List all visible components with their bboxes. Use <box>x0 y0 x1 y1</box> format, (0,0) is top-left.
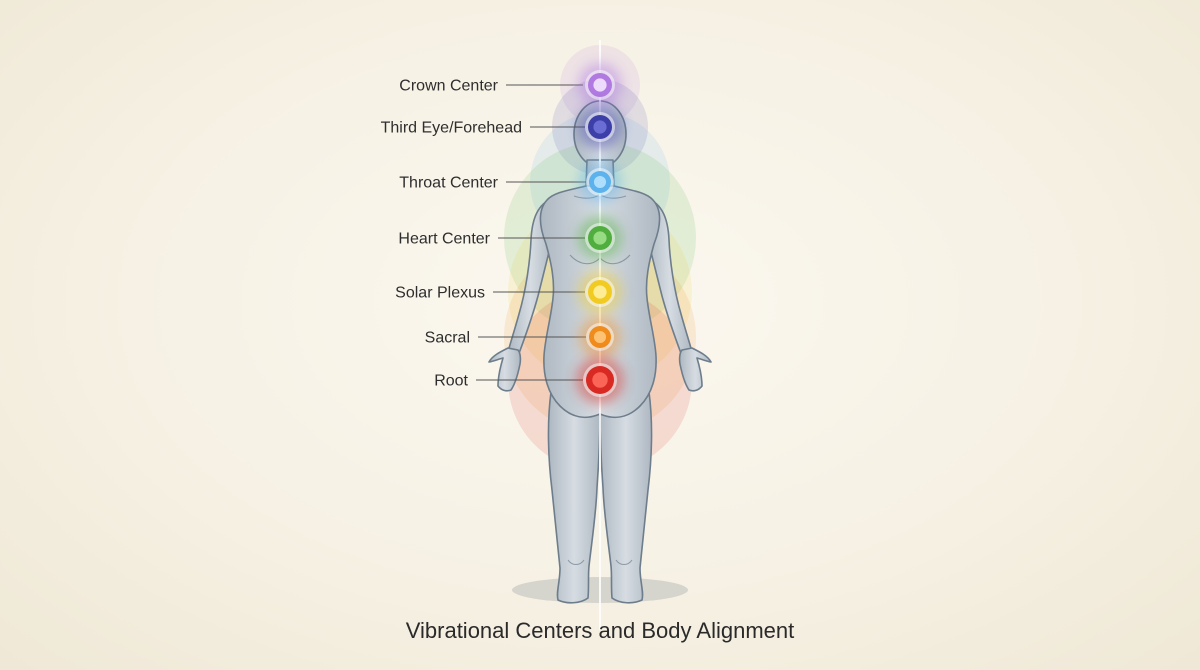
solar-plexus-orb <box>578 270 622 314</box>
right-leg <box>599 391 653 604</box>
energy-orbs <box>576 63 624 404</box>
diagram-title: Vibrational Centers and Body Alignment <box>406 618 795 643</box>
third-eye-orb <box>578 105 622 149</box>
throat-highlight <box>593 175 607 189</box>
right-hand <box>678 347 712 392</box>
right-arm <box>646 197 693 357</box>
heart-label: Heart Center <box>398 231 490 248</box>
heart-highlight <box>593 231 607 245</box>
leader-lines <box>476 84 586 381</box>
solar-plexus-highlight <box>593 285 607 299</box>
sacral-highlight <box>593 330 607 344</box>
throat-orb <box>579 161 621 203</box>
left-leg <box>547 391 601 604</box>
crown-orb <box>578 63 622 107</box>
root-highlight <box>592 372 608 388</box>
sacral-orb <box>579 316 621 358</box>
heart-orb <box>578 216 622 260</box>
crown-label: Crown Center <box>399 78 498 95</box>
root-label: Root <box>434 373 468 390</box>
crown-highlight <box>593 78 607 92</box>
throat-label: Throat Center <box>399 175 498 192</box>
third-eye-label: Third Eye/Forehead <box>381 120 522 137</box>
root-orb <box>576 356 624 404</box>
sacral-label: Sacral <box>425 330 470 347</box>
solar-plexus-label: Solar Plexus <box>395 285 485 302</box>
third-eye-highlight <box>593 120 607 134</box>
